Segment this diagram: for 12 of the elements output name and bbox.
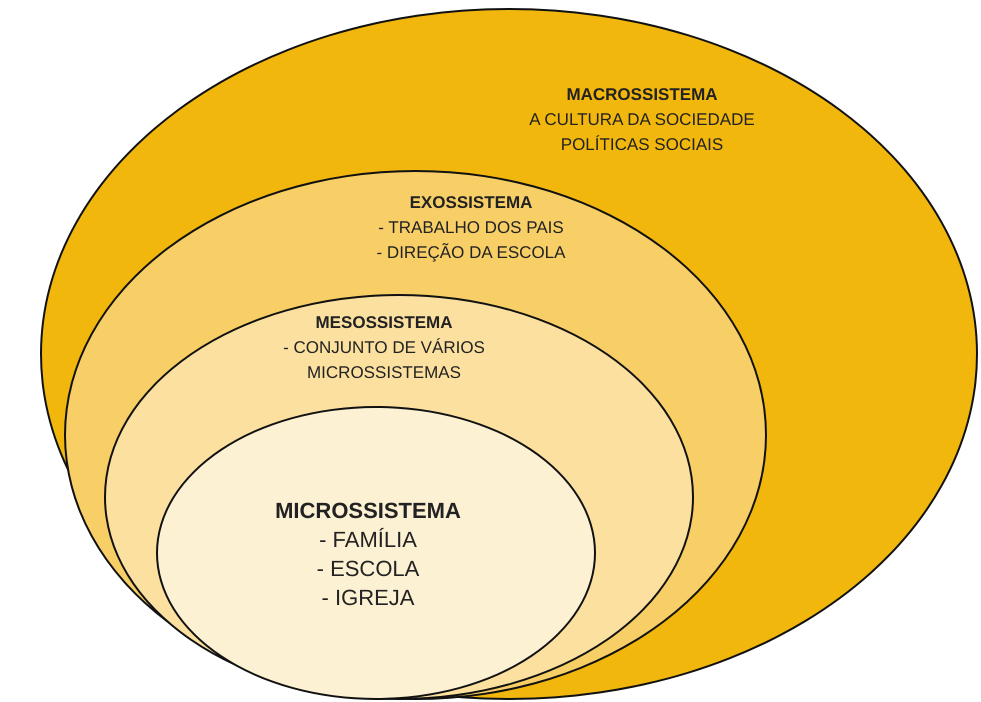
- system-item: - DIREÇÃO DA ESCOLA: [376, 242, 566, 264]
- system-item: - ESCOLA: [316, 555, 420, 583]
- system-item: - IGREJA: [322, 584, 414, 612]
- system-item: - TRABALHO DOS PAIS: [378, 217, 564, 239]
- system-heading: MICROSSISTEMA: [275, 497, 461, 525]
- system-item: POLÍTICAS SOCIAIS: [560, 134, 724, 156]
- system-heading: MESOSSISTEMA: [316, 312, 452, 334]
- system-item: - FAMÍLIA: [319, 526, 417, 554]
- system-heading: EXOSSISTEMA: [410, 192, 532, 214]
- system-heading: MACROSSISTEMA: [566, 84, 718, 106]
- system-item: A CULTURA DA SOCIEDADE: [529, 109, 755, 131]
- system-item: - CONJUNTO DE VÁRIOS MICROSSISTEMAS: [282, 337, 486, 384]
